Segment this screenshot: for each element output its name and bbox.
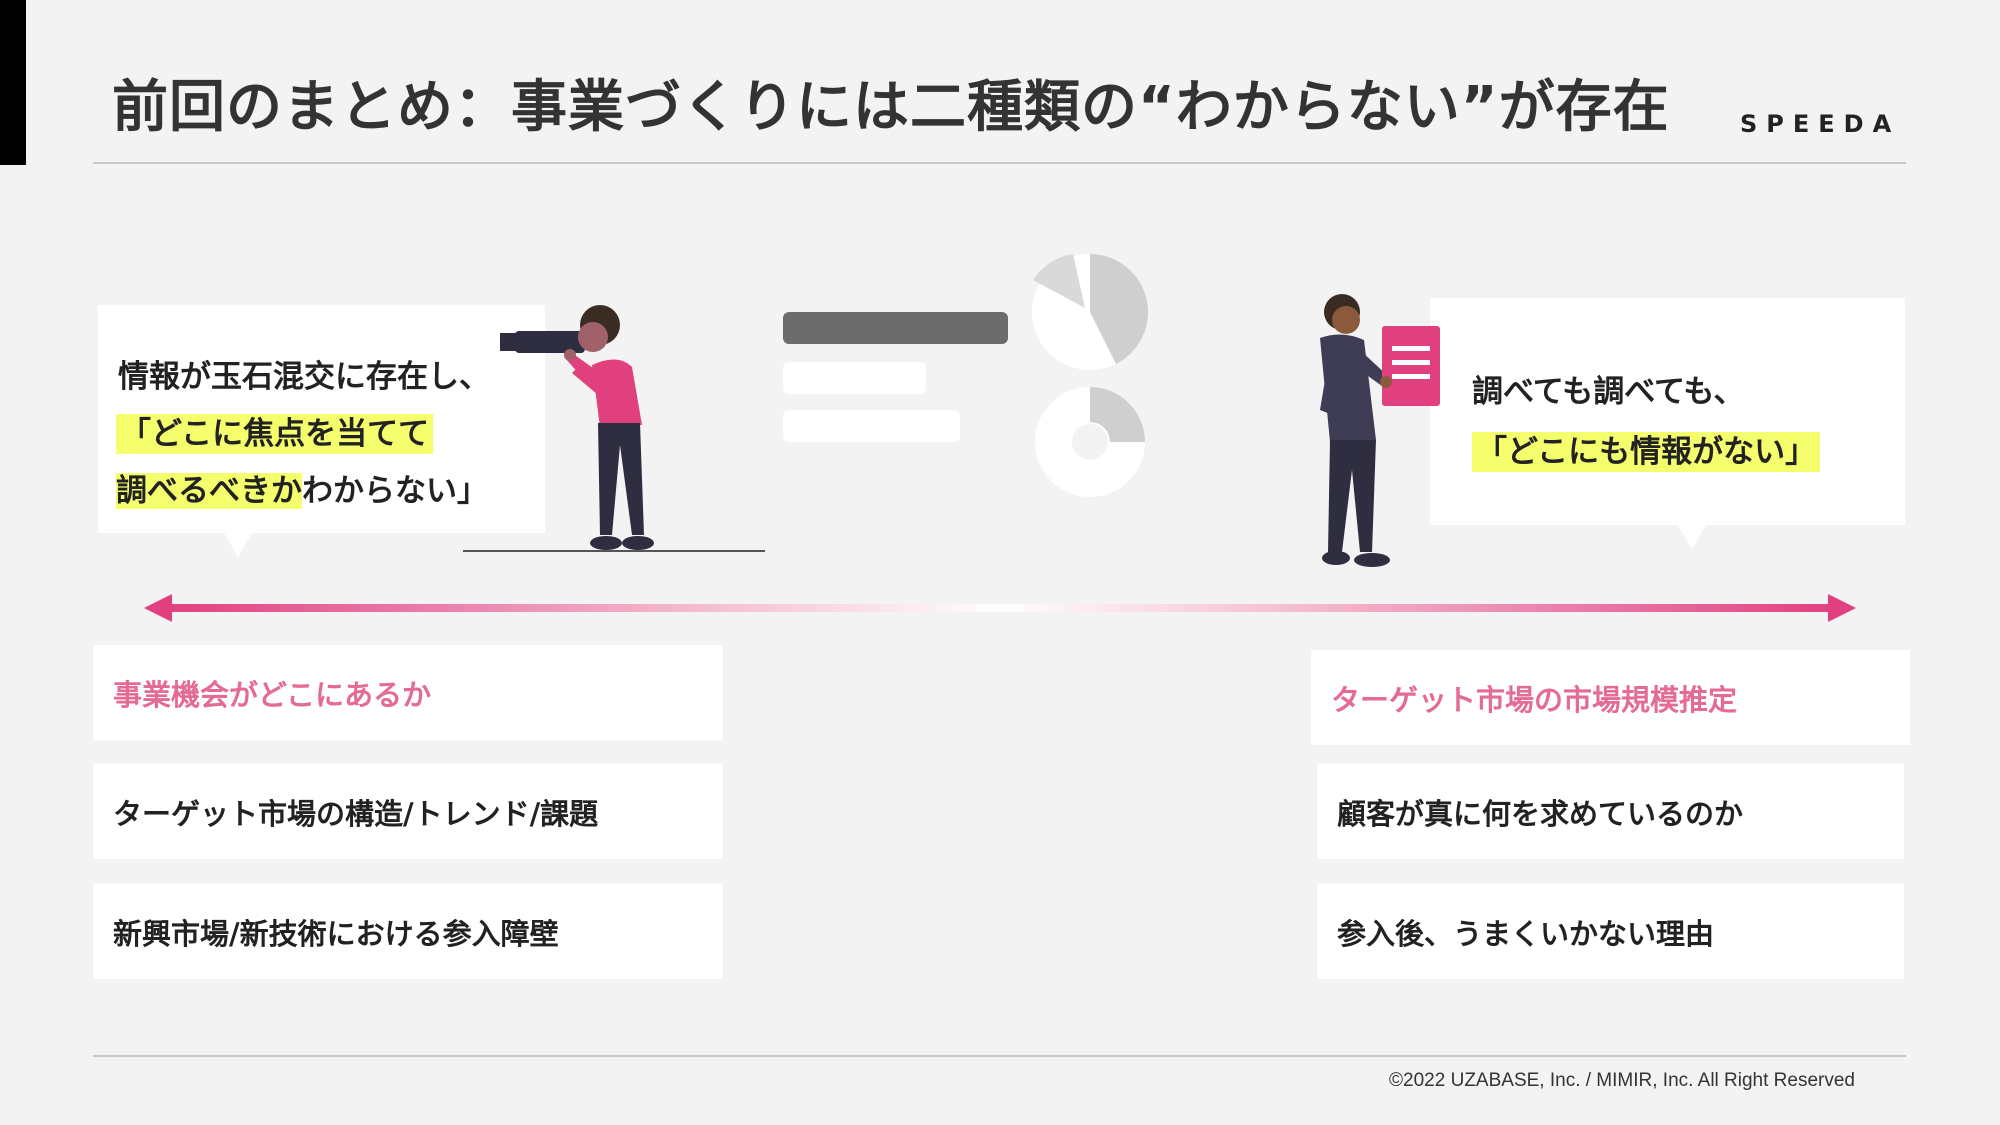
left-bubble-line-2: 「どこに焦点を当てて: [116, 414, 434, 454]
photographer-illustration: [463, 305, 765, 552]
right-heading-card: ターゲット市場の市場規模推定: [1311, 650, 1910, 745]
right-bubble-line-2: 「どこにも情報がない」: [1472, 432, 1821, 472]
left-bubble-line-1: 情報が玉石混交に存在し、: [118, 359, 490, 395]
right-item-2: 参入後、うまくいかない理由: [1317, 884, 1904, 979]
speeda-logo: SPEEDA: [1740, 110, 1901, 138]
footer-divider: [93, 1055, 1906, 1057]
person-with-document-illustration: [1320, 294, 1440, 567]
left-bubble-line-3: 調べるべきかわからない」: [116, 465, 488, 510]
copyright: ©2022 UZABASE, Inc. / MIMIR, Inc. All Ri…: [1389, 1070, 1855, 1091]
right-bubble-line-1: 調べても調べても、: [1472, 374, 1745, 410]
left-bubble-line-2-wrap: 「どこに焦点を当てて: [116, 408, 434, 454]
left-heading-card: 事業機会がどこにあるか: [93, 645, 723, 740]
right-item-1: 顧客が真に何を求めているのか: [1317, 764, 1904, 859]
left-bubble-tail: [224, 533, 252, 557]
left-speech-bubble: 情報が玉石混交に存在し、 「どこに焦点を当てて 調べるべきかわからない」: [98, 305, 545, 557]
left-item-1: ターゲット市場の構造/トレンド/課題: [93, 764, 723, 859]
page-title: 前回のまとめ：事業づくりには二種類の“わからない”が存在: [112, 75, 1670, 140]
right-speech-bubble: 調べても調べても、 「どこにも情報がない」: [1430, 298, 1905, 549]
right-bubble-line-2-wrap: 「どこにも情報がない」: [1472, 426, 1821, 472]
left-bubble-line-3-rest: わからない」: [302, 473, 488, 509]
corner-accent-bar: [0, 0, 26, 165]
header-divider: [93, 162, 1906, 164]
left-item-2: 新興市場/新技術における参入障壁: [93, 884, 723, 979]
left-bubble-highlight: 調べるべきか: [116, 473, 302, 509]
decorative-charts: [783, 254, 1149, 497]
right-bubble-tail: [1678, 525, 1706, 549]
